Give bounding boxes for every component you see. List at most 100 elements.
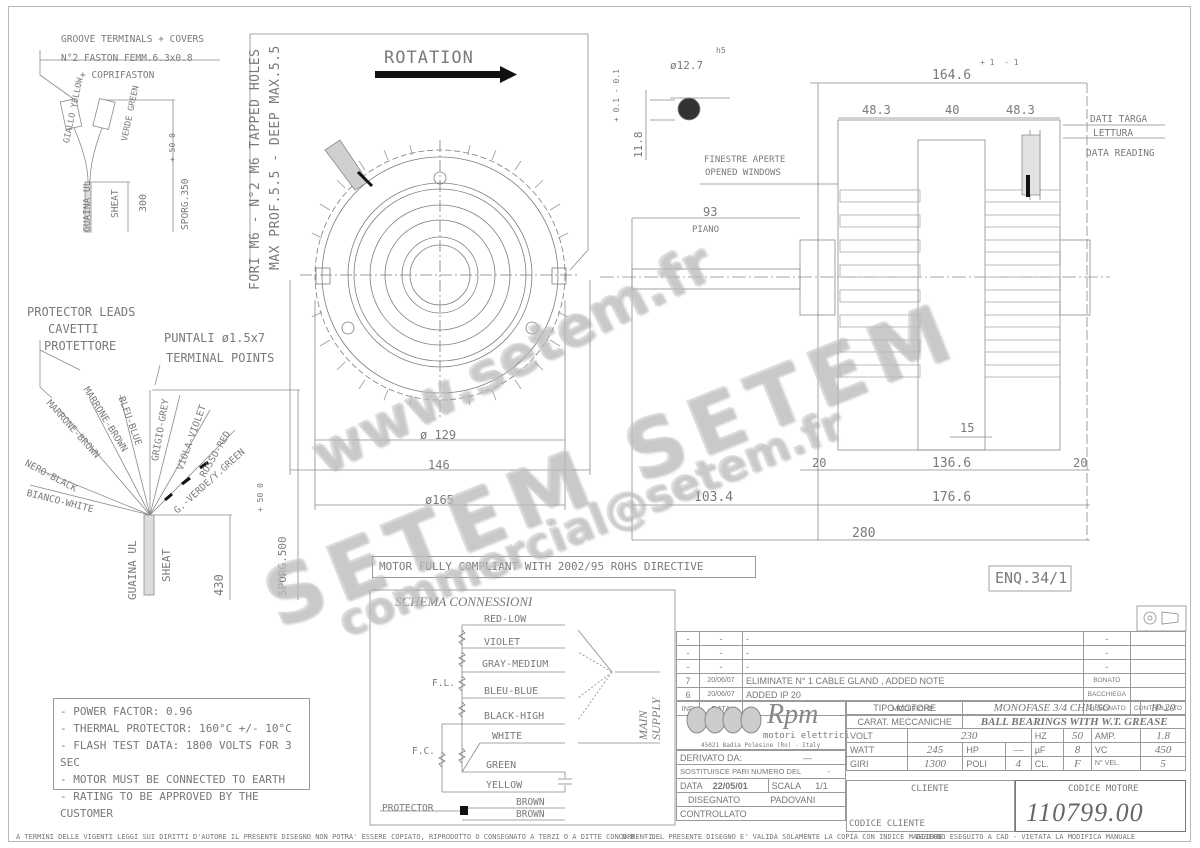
cliente-block: CLIENTE CODICE CLIENTE bbox=[846, 780, 1015, 832]
fl-label: F.L. bbox=[432, 678, 455, 689]
uf-value: 8 bbox=[1063, 742, 1092, 757]
ip-rating: IP 20 bbox=[1140, 700, 1186, 715]
company-name: motori elettrici bbox=[763, 731, 850, 741]
revision-row: ---- bbox=[676, 631, 1187, 646]
schema-wire-black-high: BLACK-HIGH bbox=[484, 711, 545, 722]
dim-48-3-left: 48.3 bbox=[862, 103, 891, 117]
coprifaston-label: + COPRIFASTON bbox=[80, 70, 155, 81]
watt-value: 245 bbox=[906, 742, 964, 757]
schema-wire-green: GREEN bbox=[486, 760, 517, 771]
protector-label: PROTECTOR bbox=[382, 803, 434, 814]
cliente-label: CLIENTE bbox=[911, 784, 949, 794]
shaft-flat-tolerance: + 0.1 - 0.1 bbox=[612, 69, 621, 122]
company-logo-text: Rpm bbox=[767, 699, 819, 730]
dim-sporg-500: SPORG.500 bbox=[276, 536, 289, 596]
dim-15: 15 bbox=[960, 421, 975, 435]
vel-value: 5 bbox=[1140, 756, 1186, 771]
dim-48-3-right: 48.3 bbox=[1006, 103, 1035, 117]
dim-103-4: 103.4 bbox=[694, 490, 734, 505]
tipo-motore-label: TIPO MOTORE bbox=[845, 700, 964, 715]
note-rating: - RATING TO BE APPROVED BY THE CUSTOMER bbox=[60, 790, 259, 820]
derivato-value: — bbox=[803, 752, 812, 763]
drawing-info-table: DERIVATO DA: — SOSTITUISCE PARI NUMERO DE… bbox=[676, 750, 847, 821]
faston-spec: N°2 FASTON FEMM.6.3x0.8 bbox=[61, 53, 193, 64]
brown-label-2: BROWN bbox=[516, 809, 545, 820]
sheath-it-label: GUAINA UL bbox=[82, 180, 93, 232]
dim-146: 146 bbox=[428, 458, 450, 472]
revision-row: ---- bbox=[676, 645, 1187, 660]
hp-value: — bbox=[1004, 742, 1032, 757]
rpm-logo-icon bbox=[686, 706, 762, 734]
note-earth: - MOTOR MUST BE CONNECTED TO EARTH bbox=[60, 773, 286, 786]
controllato-label: CONTROLLATO bbox=[676, 806, 846, 821]
dim-280: 280 bbox=[852, 526, 876, 541]
windows-en: OPENED WINDOWS bbox=[705, 168, 781, 178]
dim-sporg-350: SPORG.350 bbox=[180, 178, 191, 230]
codice-cliente-label: CODICE CLIENTE bbox=[849, 819, 925, 829]
carat-meccaniche-value: BALL BEARINGS WITH W.T. GREASE bbox=[962, 714, 1186, 729]
schema-wire-gray-medium: GRAY-MEDIUM bbox=[482, 659, 549, 670]
tapped-holes-line2: MAX PROF.5.5 - DEEP MAX.5.5 bbox=[268, 45, 283, 270]
note-thermal-protector: - THERMAL PROTECTOR: 160°C +/- 10°C bbox=[60, 722, 292, 735]
protector-leads-title: PROTECTOR LEADS bbox=[27, 305, 136, 319]
date-value: 22/05/01 bbox=[712, 780, 748, 791]
shaft-flat-dim: 11.8 bbox=[632, 131, 645, 159]
note-flash-test: - FLASH TEST DATA: 1800 VOLTS FOR 3 SEC bbox=[60, 739, 292, 769]
date-label: DATA bbox=[680, 780, 703, 791]
company-logo-block: Rpm motori elettrici 45021 Badia Polesin… bbox=[676, 699, 850, 750]
rotation-label: ROTATION bbox=[384, 48, 474, 68]
disegnato-label: DISEGNATO bbox=[688, 794, 741, 805]
sostituisce-label: SOSTITUISCE PARI NUMERO DEL bbox=[680, 767, 802, 776]
vc-value: 450 bbox=[1140, 742, 1186, 757]
carat-meccaniche-label: CARAT. MECCANICHE bbox=[845, 714, 964, 729]
puntali-label: PUNTALI ø1.5x7 bbox=[164, 331, 266, 345]
derivato-label: DERIVATO DA: bbox=[680, 752, 743, 763]
dim-d165: ø165 bbox=[425, 493, 454, 507]
schema-wire-violet: VIOLET bbox=[484, 637, 521, 648]
notes-box: - POWER FACTOR: 0.96 - THERMAL PROTECTOR… bbox=[53, 698, 310, 820]
codice-motore-value: 110799.00 bbox=[1026, 798, 1144, 827]
giri-value: 1300 bbox=[906, 756, 964, 771]
tolerance-50: + 50 0 bbox=[168, 133, 177, 162]
piano-label: PIANO bbox=[692, 225, 720, 235]
rohs-box: MOTOR FULLY COMPLIANT WITH 2002/95 ROHS … bbox=[372, 556, 756, 578]
sostituisce-value: - bbox=[827, 767, 831, 776]
scale-value: 1/1 bbox=[815, 780, 828, 791]
footer-note: N.B. - DEL PRESENTE DISEGNO E' VALIDA SO… bbox=[622, 833, 947, 841]
fc-label: F.C. bbox=[412, 746, 435, 757]
rohs-text: MOTOR FULLY COMPLIANT WITH 2002/95 ROHS … bbox=[379, 560, 704, 573]
sheath-it-label-2: GUAINA UL bbox=[126, 540, 139, 600]
scale-label: SCALA bbox=[771, 780, 801, 791]
terminal-points-label: TERMINAL POINTS bbox=[166, 351, 275, 365]
groove-terminals-title: GROOVE TERMINALS + COVERS bbox=[61, 34, 204, 45]
hz-value: 50 bbox=[1063, 728, 1092, 743]
dim-d129: ø 129 bbox=[420, 428, 457, 442]
nameplate-it2: LETTURA bbox=[1093, 128, 1134, 139]
footer-copyright: A TERMINI DELLE VIGENTI LEGGI SUI DIRITT… bbox=[16, 833, 657, 841]
disegnato-value: PADOVANI bbox=[770, 794, 816, 805]
revision-row: ---- bbox=[676, 659, 1187, 674]
enq-number: ENQ.34/1 bbox=[995, 569, 1068, 587]
cl-value: F bbox=[1063, 756, 1092, 771]
codice-motore-block: CODICE MOTORE 110799.00 bbox=[1015, 780, 1186, 832]
shaft-diameter: ø12.7 bbox=[670, 59, 704, 72]
volt-value: 230 bbox=[906, 728, 1032, 743]
tolerance-50-2: + 50 0 bbox=[256, 483, 265, 512]
cavetti-label: CAVETTI bbox=[48, 322, 99, 336]
drawing-sheet bbox=[8, 6, 1191, 842]
dim-176-6: 176.6 bbox=[932, 490, 972, 505]
dim-20-left: 20 bbox=[812, 456, 827, 470]
footer-cad: DISEGNO ESEGUITO A CAD - VIETATA LA MODI… bbox=[916, 833, 1136, 841]
dim-300: 300 bbox=[138, 193, 149, 212]
sheath-en-label-2: SHEAT bbox=[160, 548, 173, 582]
poli-value: 4 bbox=[1004, 756, 1032, 771]
dim-430: 430 bbox=[212, 574, 226, 596]
dim-136-6: 136.6 bbox=[932, 456, 972, 471]
nameplate-it1: DATI TARGA bbox=[1090, 114, 1148, 125]
windows-it: FINESTRE APERTE bbox=[704, 155, 786, 165]
note-power-factor: - POWER FACTOR: 0.96 bbox=[60, 705, 193, 718]
sheath-en-label: SHEAT bbox=[110, 189, 121, 218]
motor-spec-table: TIPO MOTORE MONOFASE 3/4 CHIUSO IP 20 CA… bbox=[845, 700, 1186, 771]
